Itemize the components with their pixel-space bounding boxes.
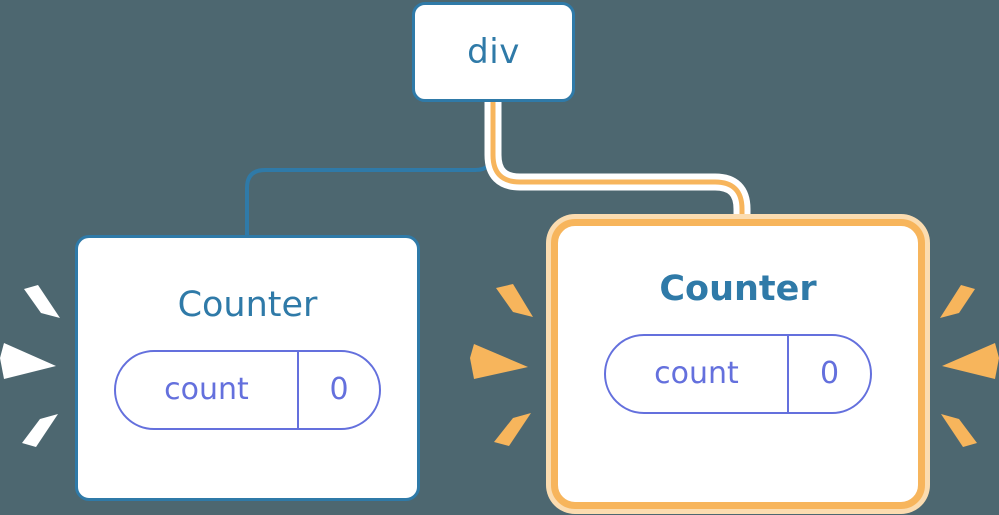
state-pill-left[interactable]: count 0: [114, 350, 381, 430]
state-pill-right[interactable]: count 0: [604, 334, 872, 414]
burst-rays-right-card-left: [470, 284, 533, 446]
node-counter-right[interactable]: Counter count 0: [551, 219, 925, 509]
state-pill-left-key: count: [164, 372, 249, 407]
burst-rays-right-card-right: [940, 285, 999, 447]
burst-rays-left-card-left: [0, 285, 60, 447]
node-div[interactable]: div: [412, 2, 575, 102]
node-div-label: div: [467, 32, 520, 72]
node-counter-left-title: Counter: [177, 285, 318, 325]
state-pill-right-key: count: [654, 356, 739, 391]
state-pill-left-value: 0: [297, 352, 379, 428]
connector-left-line: [245, 100, 495, 237]
state-pill-right-value: 0: [787, 336, 870, 412]
node-counter-right-title: Counter: [659, 269, 817, 309]
node-counter-left[interactable]: Counter count 0: [75, 235, 420, 501]
